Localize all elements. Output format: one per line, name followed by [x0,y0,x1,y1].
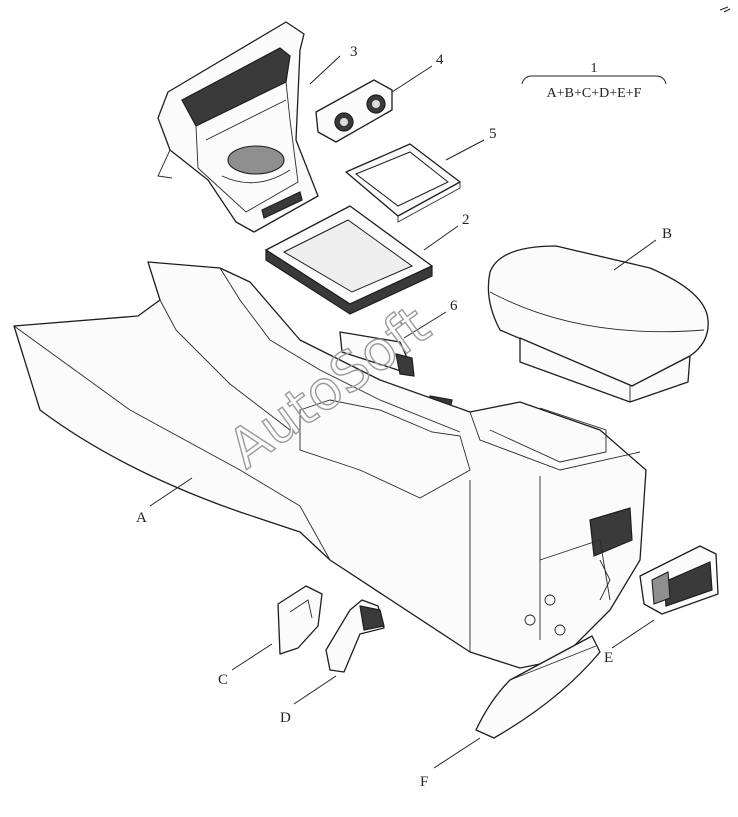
assembly-formula: 1 A+B+C+D+E+F [521,61,667,101]
formula-number: 1 [591,61,598,76]
callout-B: B [662,226,672,242]
callout-3: 3 [350,44,358,60]
part-D-connector-bracket [325,599,385,673]
callout-5: 5 [489,126,497,142]
callout-2: 2 [462,212,470,228]
callout-4: 4 [436,52,444,68]
corner-mark [719,6,731,13]
formula-bracket [521,75,667,85]
part-2-shift-trim [265,205,433,315]
callout-6: 6 [450,298,458,314]
callout-labels: 3 4 5 2 6 B A C D E F [136,44,672,790]
part-B-armrest [487,245,709,403]
callout-F: F [420,774,428,790]
part-C-clip-bracket [277,585,323,655]
callout-E: E [604,650,613,666]
part-A-console-body [13,261,647,669]
part-4-switch-panel [315,79,393,143]
callout-D: D [280,710,291,726]
callout-C: C [218,672,228,688]
callout-A: A [136,510,147,526]
part-E-switch-module [639,545,719,615]
part-3-center-bezel [157,21,319,233]
formula-expression: A+B+C+D+E+F [547,86,642,101]
part-F-trim-panel [475,635,601,739]
part-5-bezel-frame [345,143,461,223]
leader-lines [149,55,657,769]
